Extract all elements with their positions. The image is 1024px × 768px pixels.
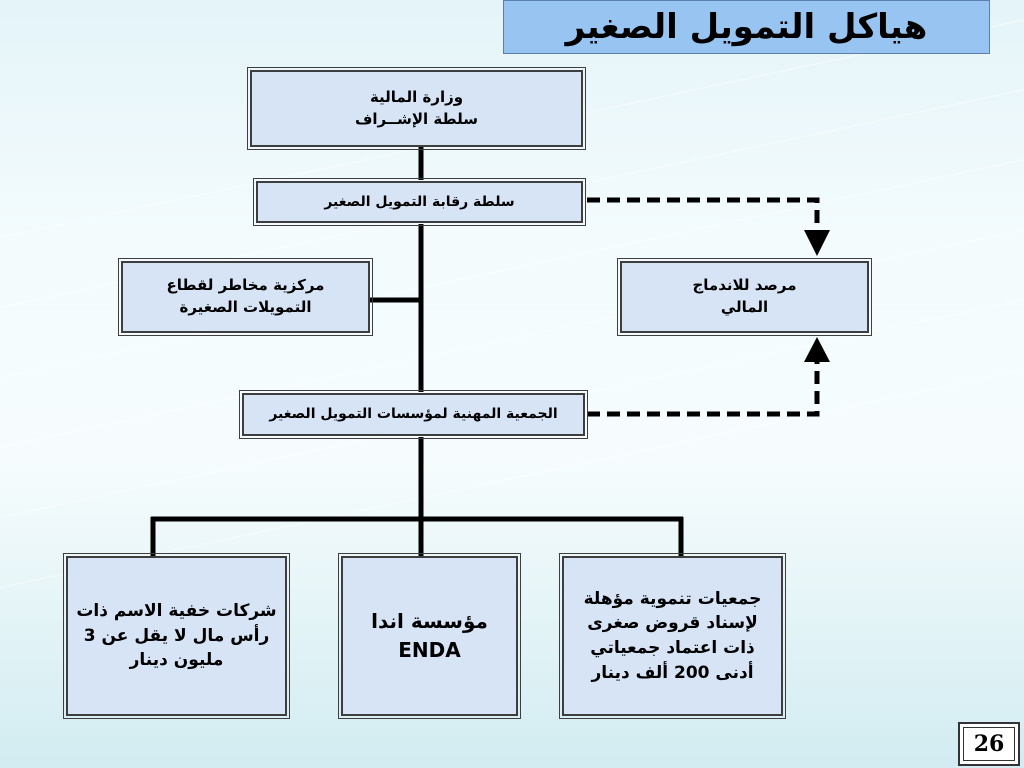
observatory-line1: مرصد للاندماج bbox=[692, 276, 797, 295]
association-box: الجمعية المهنية لمؤسسات التمويل الصغير bbox=[239, 390, 588, 439]
associations-line2: لإسناد قروض صغرى bbox=[587, 613, 758, 634]
observatory-line2: المالي bbox=[720, 298, 769, 316]
risk-center-line1: مركزية مخاطر لقطاع bbox=[166, 276, 325, 295]
associations-box: جمعيات تنموية مؤهلة لإسناد قروض صغرى ذات… bbox=[559, 553, 786, 719]
arrow-up-icon bbox=[804, 337, 830, 362]
ministry-line2: سلطة الإشــراف bbox=[354, 109, 479, 128]
companies-line2: رأس مال لا يقل عن 3 bbox=[83, 625, 270, 646]
companies-box: شركات خفية الاسم ذات رأس مال لا يقل عن 3… bbox=[63, 553, 290, 719]
dashed-authority-observatory bbox=[587, 197, 820, 236]
companies-line1: شركات خفية الاسم ذات bbox=[76, 601, 277, 622]
authority-box: سلطة رقابة التمويل الصغير bbox=[253, 178, 586, 226]
enda-line1: مؤسسة اندا bbox=[371, 609, 488, 633]
risk-center-line2: التمويلات الصغيرة bbox=[179, 298, 312, 316]
dashed-association-observatory bbox=[587, 360, 820, 417]
associations-line3: ذات اعتماد جمعياتي bbox=[590, 638, 755, 658]
authority-label: سلطة رقابة التمويل الصغير bbox=[324, 193, 515, 210]
associations-line1: جمعيات تنموية مؤهلة bbox=[583, 588, 762, 609]
associations-line4: أدنى 200 ألف دينار bbox=[591, 662, 754, 683]
risk-center-box: مركزية مخاطر لقطاع التمويلات الصغيرة bbox=[118, 258, 373, 336]
companies-line3: مليون دينار bbox=[129, 650, 224, 671]
enda-line2: ENDA bbox=[398, 638, 461, 662]
arrow-down-icon bbox=[804, 230, 830, 256]
enda-box: مؤسسة اندا ENDA bbox=[338, 553, 521, 719]
slide-title: هياكل التمويل الصغير bbox=[503, 0, 990, 54]
observatory-box: مرصد للاندماج المالي bbox=[617, 258, 872, 336]
page-number: 26 bbox=[958, 722, 1020, 766]
association-label: الجمعية المهنية لمؤسسات التمويل الصغير bbox=[269, 406, 558, 423]
ministry-box: وزارة المالية سلطة الإشــراف bbox=[247, 67, 586, 150]
ministry-line1: وزارة المالية bbox=[369, 87, 464, 106]
